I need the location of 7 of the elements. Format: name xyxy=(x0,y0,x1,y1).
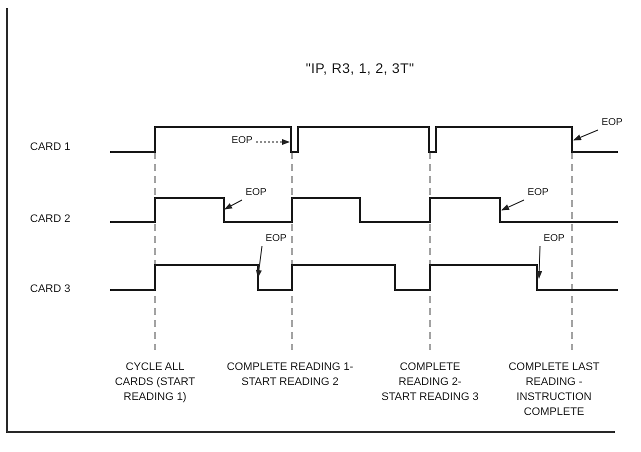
leader-line xyxy=(501,200,524,210)
leader-line xyxy=(573,130,598,140)
leader-line xyxy=(536,246,542,279)
leader-line xyxy=(224,200,242,210)
diagram-title: "IP, R3, 1, 2, 3T" xyxy=(304,59,416,78)
leader-line xyxy=(256,246,262,278)
leader-line xyxy=(256,139,290,145)
